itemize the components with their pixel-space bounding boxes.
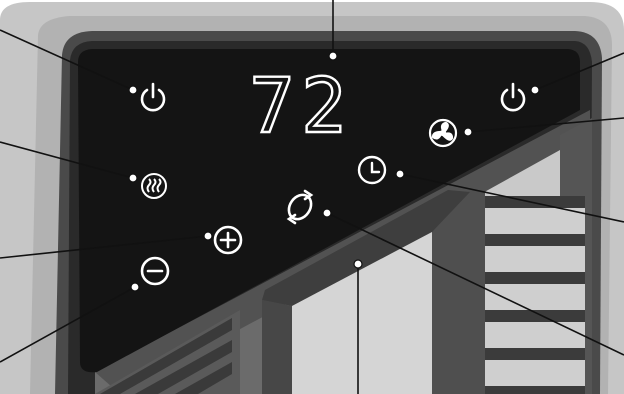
plus-icon[interactable] xyxy=(213,225,243,255)
fan-icon[interactable] xyxy=(428,118,458,148)
grille-slats xyxy=(485,196,585,394)
minus-icon[interactable] xyxy=(140,256,170,286)
power-icon[interactable] xyxy=(500,82,526,112)
oscillate-icon[interactable] xyxy=(284,189,315,225)
power-icon[interactable] xyxy=(140,82,166,112)
clock-icon[interactable] xyxy=(357,155,387,185)
heat-waves-icon[interactable] xyxy=(141,173,167,199)
temperature-display: 72 xyxy=(249,61,353,150)
leader-dots xyxy=(128,51,540,292)
